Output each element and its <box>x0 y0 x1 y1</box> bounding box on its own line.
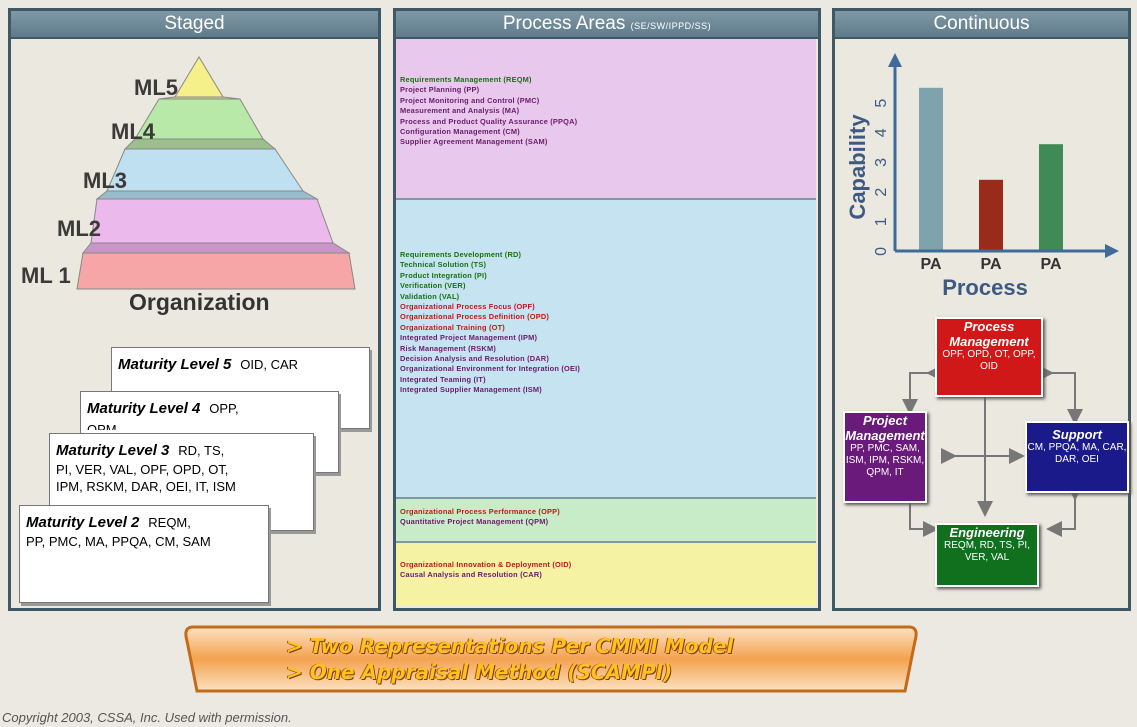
process-areas-title: Process Areas (SE/SW/IPPD/SS) <box>396 11 818 39</box>
level-label-ml4: ML4 <box>111 119 155 144</box>
y-axis-label: Capability <box>845 114 870 220</box>
process-area-item: Project Monitoring and Control (PMC) <box>400 95 540 105</box>
x-tick-label: PA <box>920 256 941 273</box>
process-area-item: Technical Solution (TS) <box>400 260 487 270</box>
y-tick-label: 0 <box>873 247 890 256</box>
project-management-box: Project Management PP, PMC, SAM, ISM, IP… <box>843 411 927 503</box>
y-tick-label: 3 <box>873 158 890 167</box>
process-area-item: Integrated Supplier Management (ISM) <box>400 385 542 395</box>
banner-line-2: > One Appraisal Method (SCAMPI) <box>286 660 673 684</box>
level-label-ml1: ML 1 <box>21 263 71 288</box>
process-area-item: Integrated Teaming (IT) <box>400 374 486 384</box>
level-label-ml3: ML3 <box>83 168 127 193</box>
process-area-item: Process and Product Quality Assurance (P… <box>400 116 578 126</box>
process-area-item: Integrated Project Management (IPM) <box>400 333 538 343</box>
engineering-box: Engineering REQM, RD, TS, PI, VER, VAL <box>935 523 1039 587</box>
process-area-item: Requirements Management (REQM) <box>400 75 532 84</box>
process-area-item: Organizational Process Definition (OPD) <box>400 312 550 322</box>
x-axis-label: Process <box>942 275 1028 300</box>
process-management-box: Process Management OPF, OPD, OT, OPP, OI… <box>935 317 1043 397</box>
staged-title: Staged <box>11 11 378 39</box>
process-area-item: Causal Analysis and Resolution (CAR) <box>400 570 543 580</box>
process-area-item: Verification (VER) <box>400 281 466 291</box>
continuous-title: Continuous <box>835 11 1128 39</box>
y-tick-label: 2 <box>873 188 890 197</box>
capability-bar <box>1039 144 1063 251</box>
process-area-item: Validation (VAL) <box>400 291 460 301</box>
process-area-item: Supplier Agreement Management (SAM) <box>400 137 548 147</box>
ml2-process-band: Requirements Management (REQM)Project Pl… <box>396 39 816 200</box>
capability-bar <box>979 179 1003 251</box>
staged-panel: Staged ML5 ML4 ML3 ML2 ML 1 Organization… <box>8 8 381 611</box>
copyright-notice: Copyright 2003, CSSA, Inc. Used with per… <box>2 710 292 725</box>
process-area-item: Requirements Development (RD) <box>400 250 522 259</box>
process-area-item: Configuration Management (CM) <box>400 127 520 137</box>
y-axis-arrow <box>888 53 902 67</box>
process-area-item: Decision Analysis and Resolution (DAR) <box>400 354 549 364</box>
y-tick-label: 5 <box>873 99 890 108</box>
capability-bar <box>919 87 943 251</box>
process-area-item: Organizational Process Focus (OPF) <box>400 302 535 312</box>
x-tick-label: PA <box>1040 256 1061 273</box>
maturity-card-2: Maturity Level 2 REQM, PP, PMC, MA, PPQA… <box>19 505 269 603</box>
process-area-item: Quantitative Project Management (QPM) <box>400 517 549 527</box>
ml4-process-band: Organizational Process Performance (OPP)… <box>396 499 816 543</box>
ml5-process-band: Organizational Innovation & Deployment (… <box>396 543 816 606</box>
y-tick-label: 4 <box>873 128 890 137</box>
process-area-item: Risk Management (RSKM) <box>400 343 496 353</box>
level-label-ml5: ML5 <box>134 75 178 100</box>
organization-label: Organization <box>129 289 270 315</box>
process-area-item: Product Integration (PI) <box>400 270 487 280</box>
ml3-process-band: Requirements Development (RD)Technical S… <box>396 200 816 499</box>
process-area-item: Measurement and Analysis (MA) <box>400 106 520 116</box>
banner-text: > Two Representations Per CMMI Model > O… <box>286 633 733 685</box>
category-arrows <box>902 365 1083 537</box>
x-axis-arrow <box>1105 244 1119 258</box>
process-area-item: Project Planning (PP) <box>400 85 480 95</box>
process-area-item: Organizational Training (OT) <box>400 322 505 332</box>
summary-banner <box>184 625 918 693</box>
x-tick-label: PA <box>980 256 1001 273</box>
support-box: Support CM, PPQA, MA, CAR, DAR, OEI <box>1025 421 1129 493</box>
maturity-pyramid <box>76 56 356 290</box>
y-tick-label: 1 <box>873 217 890 226</box>
banner-line-1: > Two Representations Per CMMI Model <box>286 634 734 658</box>
process-area-item: Organizational Environment for Integrati… <box>400 364 581 374</box>
process-area-item: Organizational Innovation & Deployment (… <box>400 560 572 569</box>
process-area-item: Organizational Process Performance (OPP) <box>400 507 560 516</box>
process-areas-panel: Process Areas (SE/SW/IPPD/SS) Requiremen… <box>393 8 821 611</box>
level-label-ml2: ML2 <box>57 216 101 241</box>
